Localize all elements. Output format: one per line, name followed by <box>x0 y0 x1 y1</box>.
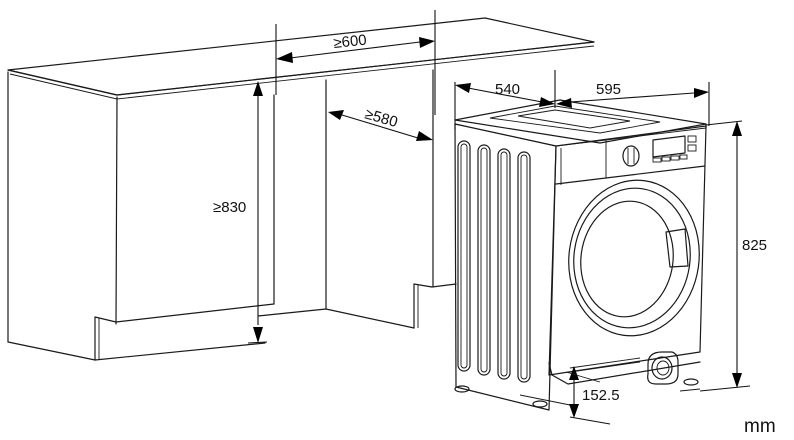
machine-feet <box>454 378 701 408</box>
dim-line-595 <box>569 92 695 103</box>
dim-line-600 <box>289 41 421 59</box>
machine-top <box>454 99 707 144</box>
vent-inner <box>480 147 488 373</box>
door-outer-ring <box>568 179 700 337</box>
ext-line-830 <box>247 341 268 344</box>
arrow-830-top <box>253 81 263 96</box>
vent-slot <box>517 151 531 383</box>
vent-inner <box>520 154 528 380</box>
door-handle <box>665 228 689 268</box>
arrow-595-right <box>694 88 709 98</box>
machine-base <box>548 361 701 385</box>
button <box>679 154 688 160</box>
machine-top-inset <box>489 105 661 134</box>
control-panel-bottom <box>555 165 706 185</box>
vent-inner <box>500 151 508 377</box>
dim-line-580 <box>341 114 419 139</box>
vent-slot <box>477 144 491 376</box>
niche-floor <box>325 308 415 329</box>
button <box>661 156 671 162</box>
button <box>670 155 680 161</box>
button <box>687 135 697 143</box>
arrow-540-left <box>455 83 471 93</box>
niche-floor-left <box>257 308 327 317</box>
arrow-825-top <box>732 121 742 136</box>
machine-front <box>548 125 707 376</box>
button <box>687 144 697 152</box>
base-slant <box>565 371 601 383</box>
floor-line <box>679 388 701 392</box>
machine-top-panel <box>517 109 631 129</box>
arrow-595-left <box>556 98 572 108</box>
arrow-830-bottom <box>253 327 263 343</box>
door-middle-ring <box>573 187 691 329</box>
cabinet-front-left-edge <box>115 96 118 325</box>
ext-line-152 <box>569 416 611 425</box>
arrow-152-bottom <box>569 404 579 418</box>
vent-slot <box>497 148 511 380</box>
button <box>652 157 662 163</box>
dial-knob-icon <box>622 145 640 167</box>
machine-side <box>454 123 557 411</box>
door-glass <box>580 200 674 318</box>
cabinet-door-bottom <box>115 303 275 323</box>
ext-line-825-top <box>705 120 743 126</box>
plinth-left <box>94 316 117 361</box>
side-vents <box>457 140 531 383</box>
drain-filter <box>647 351 679 385</box>
arrow-600-right <box>419 37 435 48</box>
vent-inner <box>460 143 468 369</box>
label-niche-height: ≥830 <box>213 199 246 216</box>
plinth-bottom <box>94 342 266 361</box>
dim-line-540 <box>467 87 543 103</box>
label-appliance-height: 825 <box>742 237 767 254</box>
plinth-right <box>413 283 433 329</box>
dimension-lines <box>247 10 751 425</box>
arrow-152-top <box>569 366 579 380</box>
vent-slot <box>457 140 471 372</box>
floor-line <box>519 394 571 406</box>
label-plinth-clearance: 152.5 <box>582 387 620 404</box>
porthole-door <box>568 179 700 337</box>
arrow-600-left <box>276 52 293 63</box>
arrow-580-left <box>328 110 344 120</box>
arrow-540-right <box>539 97 555 107</box>
unit-label: mm <box>744 416 776 437</box>
label-appliance-width: 595 <box>596 81 621 98</box>
washing-machine <box>454 99 707 411</box>
cabinet-bottom-edge <box>7 341 96 361</box>
base-groove <box>569 357 641 369</box>
ext-line-825-bottom <box>699 385 751 392</box>
label-appliance-depth: 540 <box>495 81 520 98</box>
kitchen-cabinet <box>7 17 595 361</box>
cabinet-right-bottom <box>431 283 457 288</box>
display-screen <box>652 135 686 158</box>
arrow-580-right <box>416 131 433 141</box>
label-niche-width: ≥600 <box>333 32 368 52</box>
arrow-825-bottom <box>732 373 742 388</box>
base-groove <box>569 361 641 373</box>
